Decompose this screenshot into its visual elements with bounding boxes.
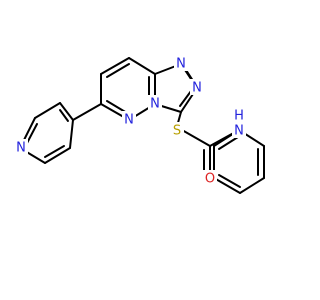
svg-text:S: S (173, 124, 181, 139)
svg-text:H: H (234, 109, 244, 124)
svg-text:O: O (205, 172, 215, 187)
svg-text:N: N (150, 97, 160, 112)
side-chain (175, 111, 240, 179)
carbonyl-oxygen: O (203, 170, 217, 187)
pyridazine-nitrogen: N (122, 111, 136, 128)
svg-text:N: N (124, 113, 134, 128)
biaryl-bond (72, 103, 102, 121)
molecule-diagram: N N N N N S O N H (14, 55, 265, 194)
atom-labels: N N N N N S O N H (14, 55, 246, 187)
bridgehead-nitrogen: N (148, 95, 162, 112)
svg-text:N: N (234, 124, 244, 139)
svg-text:N: N (16, 141, 26, 156)
pyridazine-ring (100, 57, 156, 121)
svg-text:N: N (176, 57, 186, 72)
amide-nitrogen: N H (232, 109, 246, 139)
pyridine-nitrogen: N (14, 139, 28, 156)
thioether-sulfur: S (170, 122, 184, 139)
svg-text:N: N (192, 81, 202, 96)
triazole-nitrogen-right: N (190, 79, 204, 96)
triazole-nitrogen-top: N (174, 55, 188, 72)
